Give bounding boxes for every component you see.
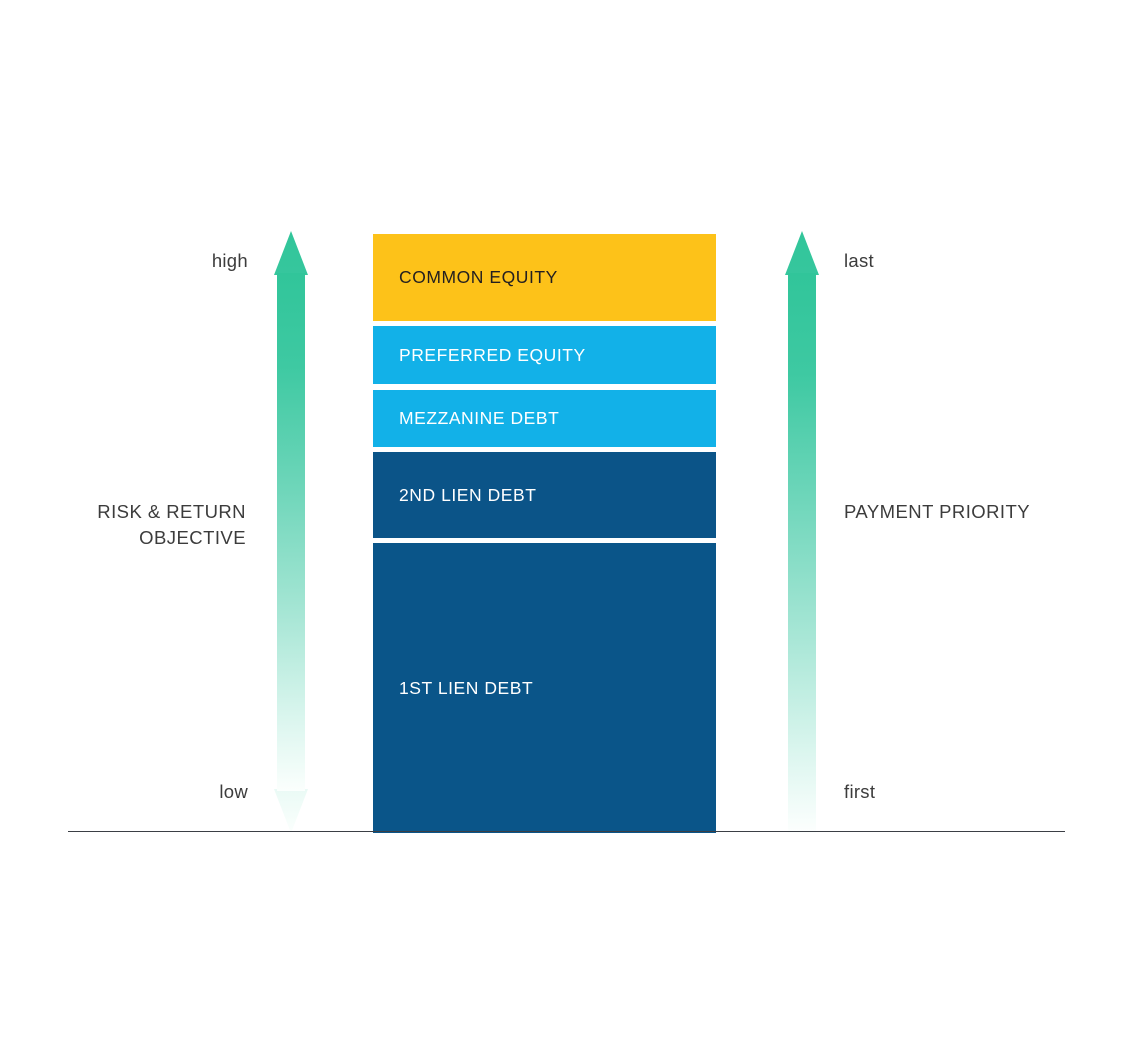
tranche-label: 1ST LIEN DEBT [399,677,534,698]
tranche-1st-lien-debt: 1ST LIEN DEBT [373,543,716,833]
tranche-2nd-lien-debt: 2ND LIEN DEBT [373,452,716,538]
up-arrow-icon [785,231,819,833]
tranche-common-equity: COMMON EQUITY [373,234,716,321]
tranche-mezzanine-debt: MEZZANINE DEBT [373,390,716,447]
tranche-label: 2ND LIEN DEBT [399,484,537,505]
baseline-divider [68,831,1065,832]
risk-return-arrow [268,231,314,833]
risk-return-objective-title: RISK & RETURN OBJECTIVE [97,501,246,548]
tranche-preferred-equity: PREFERRED EQUITY [373,326,716,384]
payment-priority-arrow [779,231,825,833]
double-headed-up-down-arrow-icon [274,231,308,833]
tranche-label: PREFERRED EQUITY [399,344,586,365]
payment-priority-title: PAYMENT PRIORITY [844,501,1031,522]
risk-low-label: low [219,781,248,802]
risk-high-label: high [211,250,248,271]
capital-structure-stack: COMMON EQUITY PREFERRED EQUITY MEZZANINE D… [373,234,716,833]
payment-first-label: first [844,781,876,802]
tranche-label: COMMON EQUITY [399,267,558,287]
tranche-label: MEZZANINE DEBT [399,408,560,428]
payment-last-label: last [844,250,874,271]
